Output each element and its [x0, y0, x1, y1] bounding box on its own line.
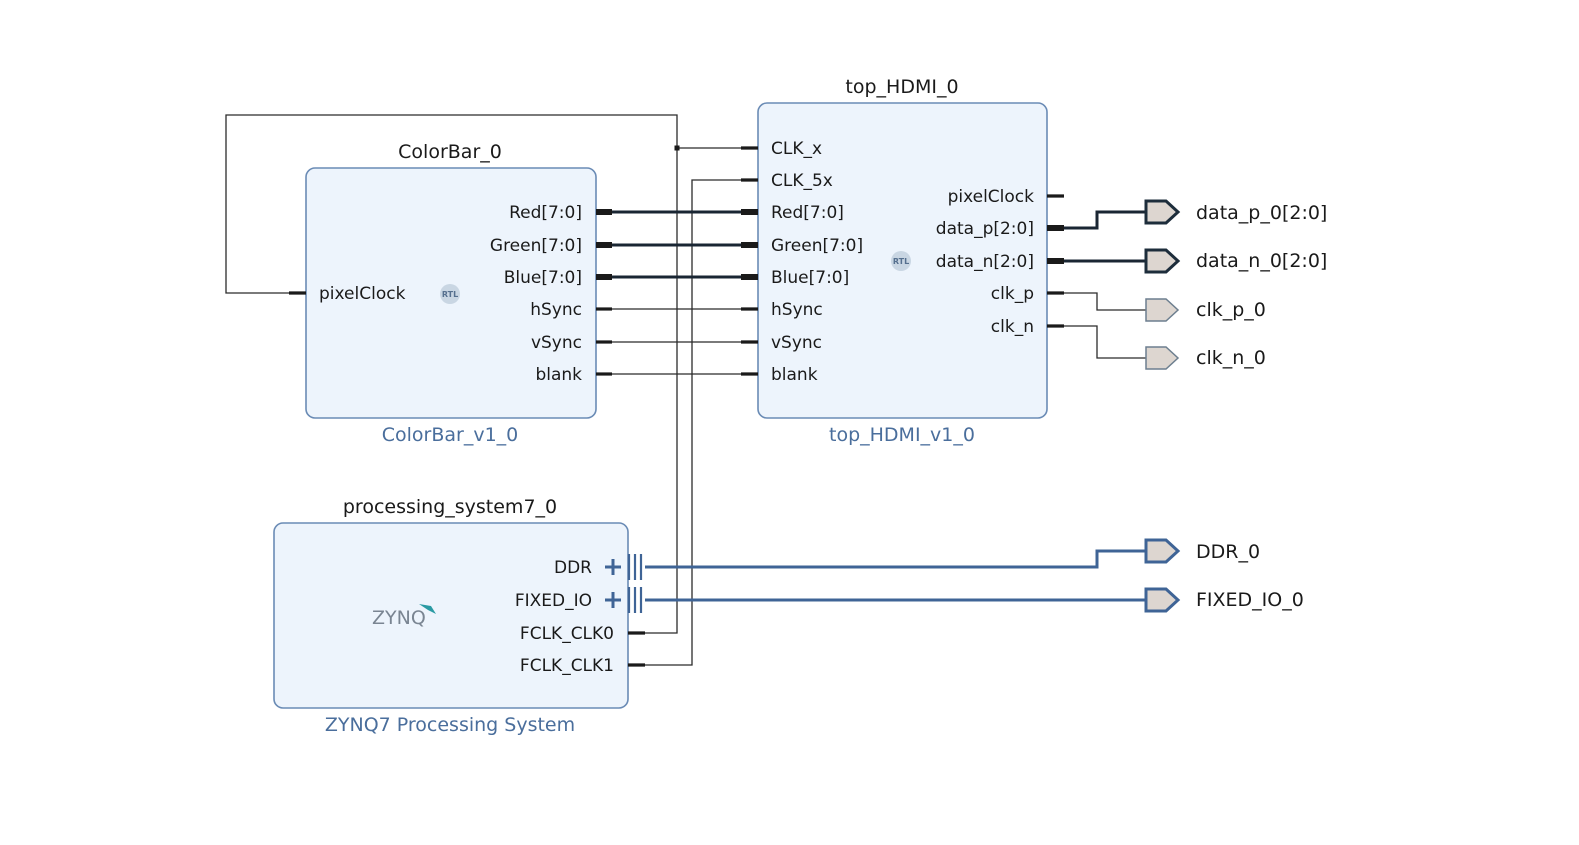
port-label: clk_p_0 — [1196, 299, 1266, 321]
output-port-icon — [1144, 199, 1181, 225]
rtl-badge-icon: RTL — [440, 284, 460, 304]
pin-ddr: DDR — [554, 558, 592, 578]
block-vlnv-label: ZYNQ7 Processing System — [325, 714, 575, 736]
svg-text:RTL: RTL — [893, 257, 909, 266]
block-instance-name: ColorBar_0 — [398, 141, 502, 163]
pin-clk-p: clk_p — [991, 284, 1034, 304]
zynq-logo-swoosh-icon — [419, 604, 436, 614]
pin-blank: blank — [535, 365, 582, 385]
output-port-icon — [1144, 248, 1181, 274]
port-label: data_n_0[2:0] — [1196, 250, 1327, 272]
interface-port-icon — [1144, 587, 1181, 613]
svg-text:ZYNQ: ZYNQ — [372, 607, 426, 629]
port-ddr-0[interactable]: DDR_0 — [1144, 538, 1260, 564]
port-fixed-io-0[interactable]: FIXED_IO_0 — [1144, 587, 1304, 613]
pin-fclk-clk1: FCLK_CLK1 — [520, 656, 614, 676]
port-label: DDR_0 — [1196, 541, 1260, 563]
block-vlnv-label: ColorBar_v1_0 — [382, 424, 519, 446]
pin-blue: Blue[7:0] — [504, 268, 582, 288]
net-ddr[interactable] — [645, 549, 1148, 569]
port-data-p-0[interactable]: data_p_0[2:0] — [1144, 199, 1327, 225]
pin-vsync: vSync — [531, 333, 582, 353]
pin-vsync: vSync — [771, 333, 822, 353]
port-label: FIXED_IO_0 — [1196, 589, 1304, 611]
output-port-icon — [1145, 346, 1180, 370]
pin-data-p: data_p[2:0] — [936, 219, 1034, 239]
block-instance-name: top_HDMI_0 — [845, 76, 958, 98]
zynq-logo: ZYNQ — [372, 604, 436, 629]
net-clk-n[interactable] — [1062, 325, 1148, 359]
external-ports: data_p_0[2:0] data_n_0[2:0] clk_p_0 clk_… — [1144, 199, 1327, 613]
pin-fclk-clk0: FCLK_CLK0 — [520, 624, 614, 644]
pin-fixed-io: FIXED_IO — [515, 591, 592, 611]
block-vlnv-label: top_HDMI_v1_0 — [829, 424, 975, 446]
pin-clk-n: clk_n — [991, 317, 1034, 337]
net-clk-p[interactable] — [1062, 292, 1148, 311]
block-processing-system7[interactable]: processing_system7_0 ZYNQ7 Processing Sy… — [273, 496, 645, 736]
port-data-n-0[interactable]: data_n_0[2:0] — [1144, 248, 1327, 274]
block-top-hdmi[interactable]: top_HDMI_0 top_HDMI_v1_0 RTL CLK_x CLK_5… — [741, 76, 1064, 446]
nets — [225, 114, 1148, 666]
net-pixelclock-loop[interactable] — [225, 114, 678, 294]
pin-hsync: hSync — [771, 300, 823, 320]
pin-pixelclock: pixelClock — [319, 284, 406, 304]
pin-clk-5x: CLK_5x — [771, 171, 833, 191]
svg-text:RTL: RTL — [442, 290, 458, 299]
block-body[interactable] — [273, 522, 629, 709]
pin-green: Green[7:0] — [490, 236, 582, 256]
interface-bus-bars-icon — [627, 554, 643, 613]
block-instance-name: processing_system7_0 — [343, 496, 557, 518]
pin-hsync: hSync — [530, 300, 582, 320]
net-fclk-clk1[interactable] — [645, 179, 743, 666]
port-clk-n-0[interactable]: clk_n_0 — [1145, 346, 1266, 370]
net-fclk-clk0[interactable] — [645, 147, 743, 634]
net-junction-dot — [674, 145, 680, 151]
block-colorbar[interactable]: ColorBar_0 ColorBar_v1_0 RTL pixelClock … — [289, 141, 612, 446]
pin-red: Red[7:0] — [771, 203, 844, 223]
port-label: clk_n_0 — [1196, 347, 1266, 369]
interface-port-icon — [1144, 538, 1181, 564]
expand-ddr-button[interactable] — [605, 559, 621, 575]
output-port-icon — [1145, 298, 1180, 322]
pin-blue: Blue[7:0] — [771, 268, 849, 288]
rtl-badge-icon: RTL — [891, 251, 911, 271]
pin-clk-x: CLK_x — [771, 139, 822, 159]
pin-data-n: data_n[2:0] — [936, 252, 1034, 272]
pin-blank: blank — [771, 365, 818, 385]
port-label: data_p_0[2:0] — [1196, 202, 1327, 224]
pin-pixelclock: pixelClock — [948, 187, 1035, 207]
pin-green: Green[7:0] — [771, 236, 863, 256]
expand-fixed-io-button[interactable] — [605, 592, 621, 608]
net-data-p[interactable] — [1062, 210, 1148, 230]
port-clk-p-0[interactable]: clk_p_0 — [1145, 298, 1266, 322]
pin-red: Red[7:0] — [509, 203, 582, 223]
